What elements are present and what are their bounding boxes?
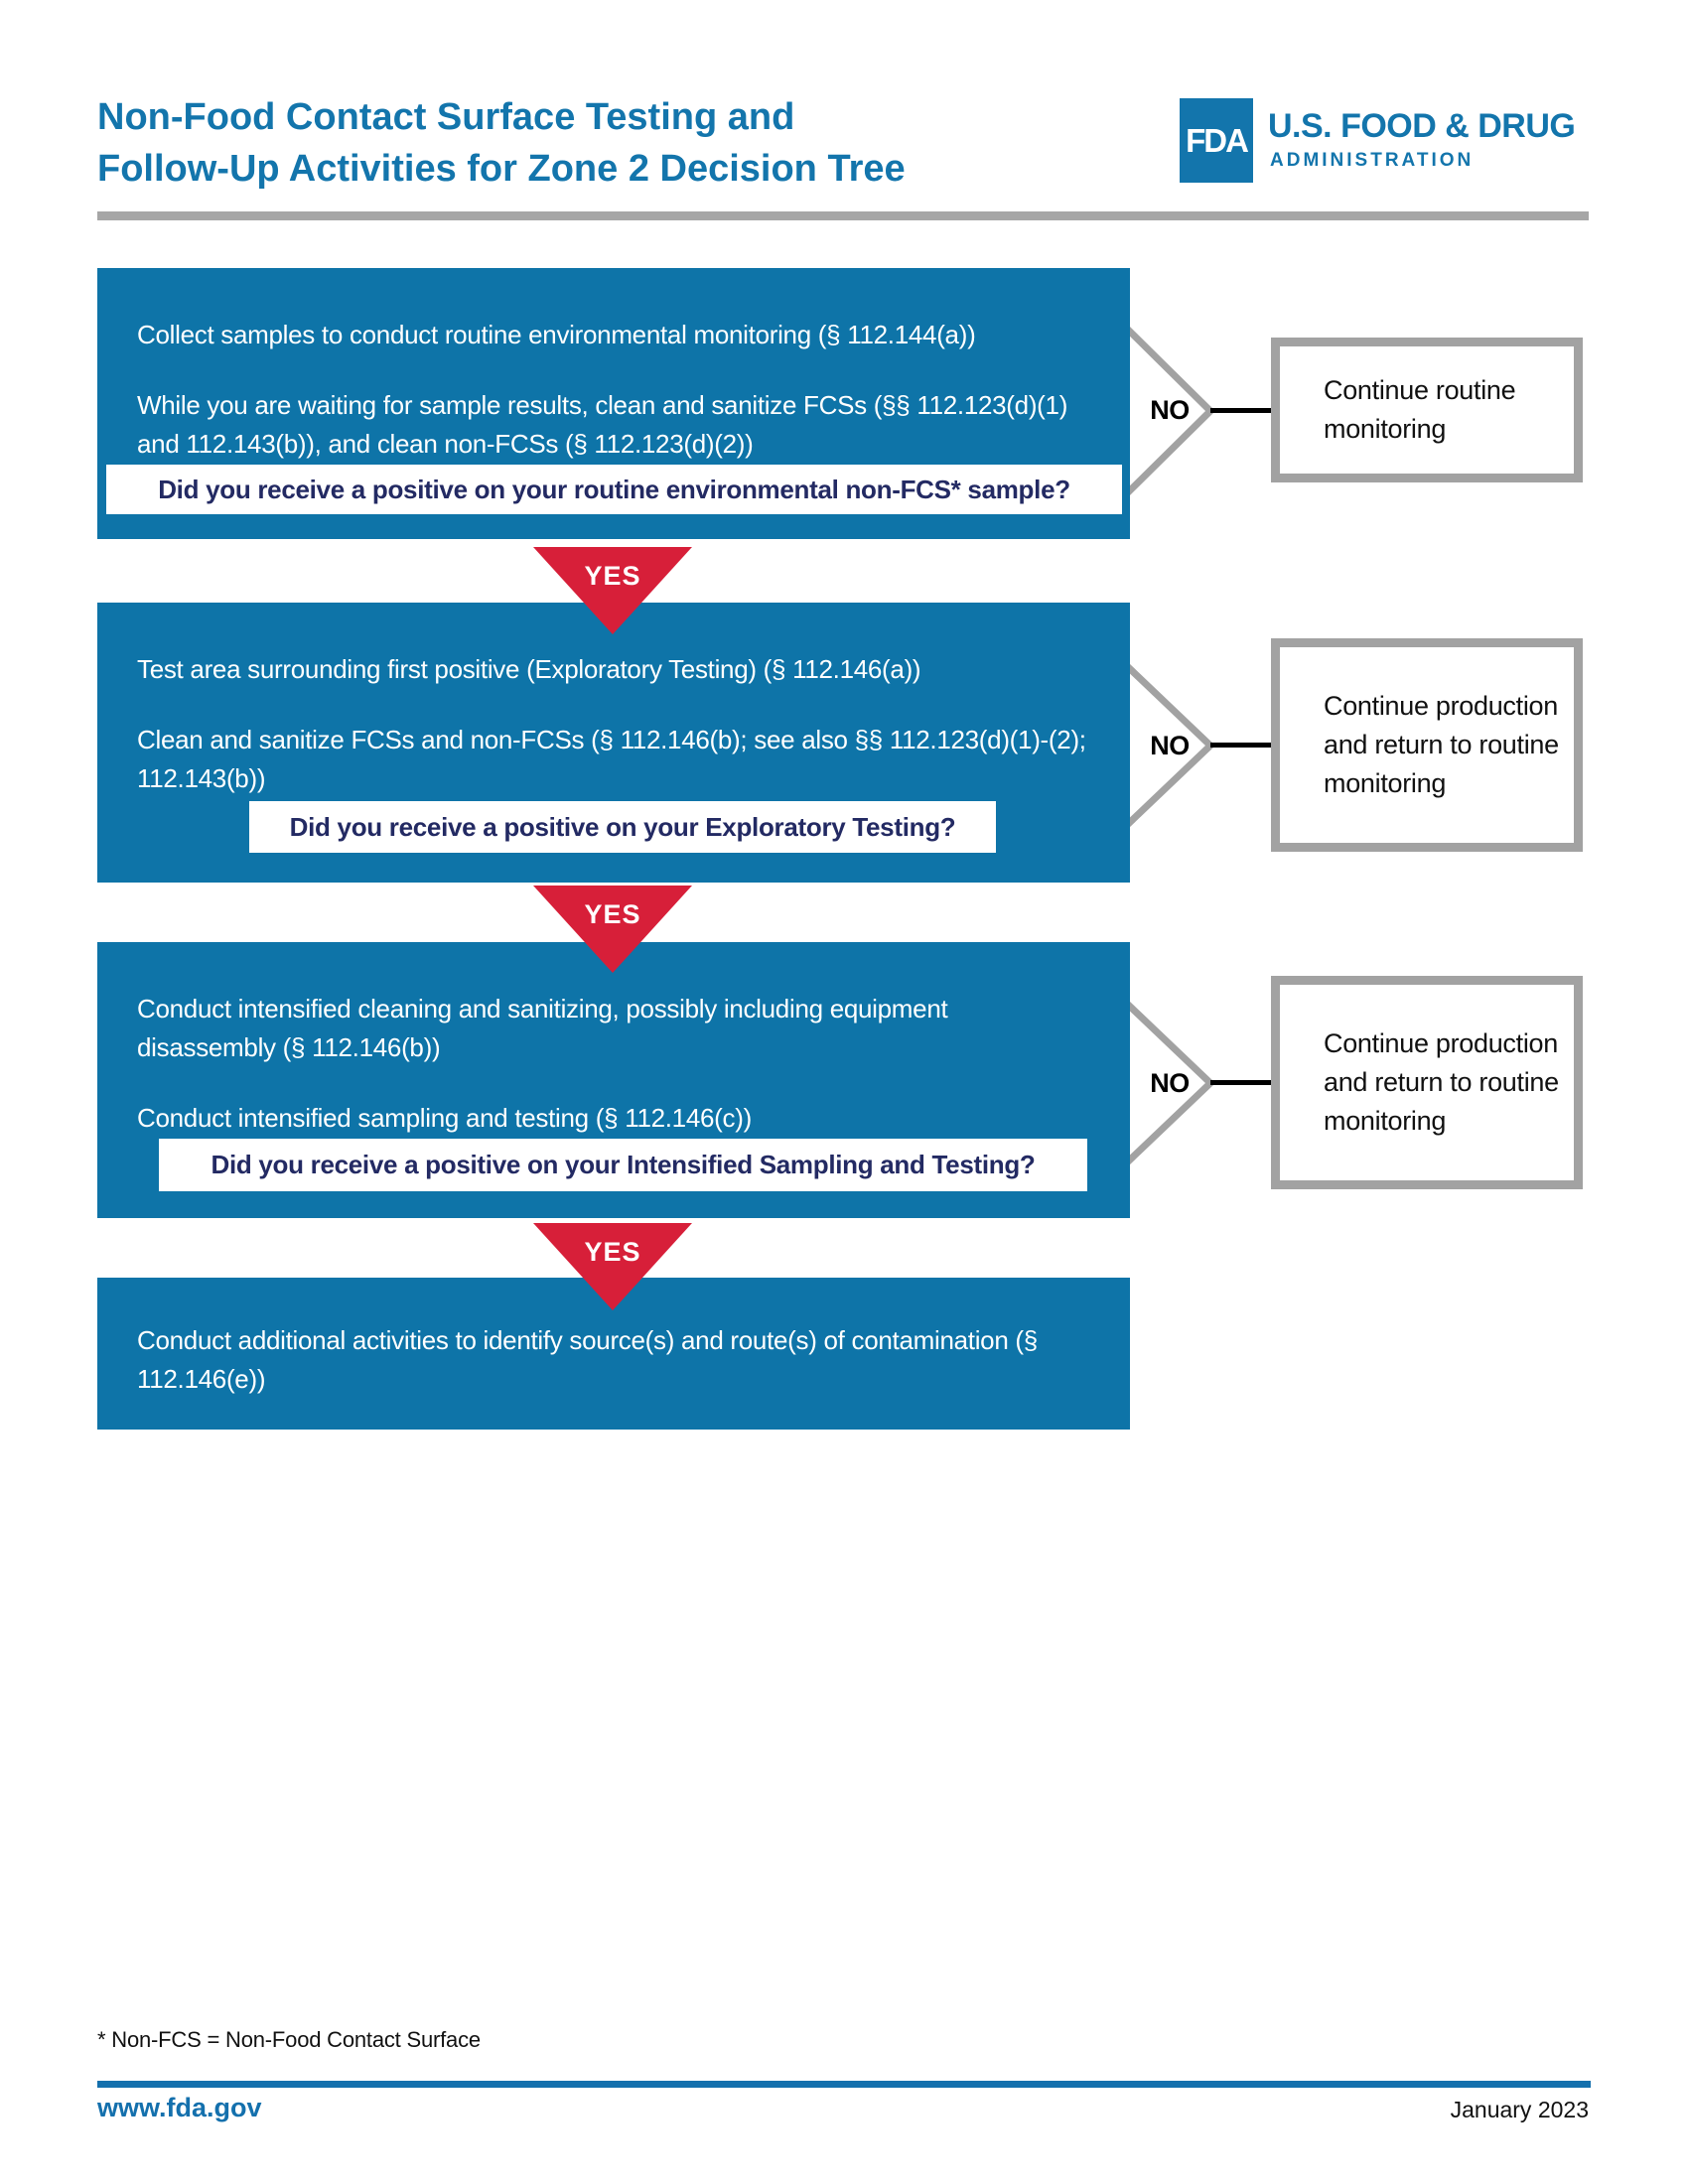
header-divider	[97, 211, 1589, 220]
footer-divider	[97, 2081, 1591, 2088]
outcome-1-box: Continue routine monitoring	[1271, 338, 1583, 482]
website-link[interactable]: www.fda.gov	[97, 2093, 262, 2122]
yes-label: YES	[584, 561, 641, 591]
yes-arrow: YES	[533, 547, 692, 634]
final-step-box: Conduct additional activities to identif…	[97, 1278, 1130, 1430]
step-3-box: Conduct intensified cleaning and sanitiz…	[97, 942, 1130, 1218]
step-2-paragraph-1: Test area surrounding first positive (Ex…	[137, 654, 921, 684]
step-3-paragraph-1: Conduct intensified cleaning and sanitiz…	[137, 994, 948, 1062]
step-3-question: Did you receive a positive on your Inten…	[159, 1139, 1087, 1191]
step-1-question: Did you receive a positive on your routi…	[106, 465, 1122, 514]
step-1-paragraph-2: While you are waiting for sample results…	[137, 390, 1068, 459]
step-2-question: Did you receive a positive on your Explo…	[249, 801, 996, 853]
footnote: * Non-FCS = Non-Food Contact Surface	[97, 2027, 481, 2052]
no-connector-line	[1210, 1080, 1271, 1085]
fda-logo-subname: ADMINISTRATION	[1270, 150, 1475, 171]
step-1-box: Collect samples to conduct routine envir…	[97, 268, 1130, 539]
step-3-paragraph-2: Conduct intensified sampling and testing…	[137, 1103, 752, 1133]
step-2-paragraph-2: Clean and sanitize FCSs and non-FCSs (§ …	[137, 725, 1086, 793]
yes-arrow-icon	[533, 1223, 692, 1310]
outcome-3-box: Continue production and return to routin…	[1271, 976, 1583, 1189]
yes-arrow-icon	[533, 886, 692, 973]
fda-logo-icon: FDA	[1180, 98, 1253, 183]
fda-logo-name: U.S. FOOD & DRUG	[1268, 107, 1576, 145]
no-label: NO	[1150, 1068, 1190, 1098]
yes-label: YES	[584, 1237, 641, 1267]
no-label: NO	[1150, 731, 1190, 760]
page-title-line1: Non-Food Contact Surface Testing and	[97, 96, 795, 138]
yes-arrow: YES	[533, 1223, 692, 1310]
yes-label: YES	[584, 899, 641, 929]
yes-arrow: YES	[533, 886, 692, 973]
step-2-box: Test area surrounding first positive (Ex…	[97, 603, 1130, 883]
no-connector-line	[1210, 743, 1271, 748]
page-title: Non-Food Contact Surface Testing and Fol…	[97, 91, 906, 195]
final-step-text: Conduct additional activities to identif…	[137, 1325, 1038, 1394]
no-label: NO	[1150, 395, 1190, 425]
outcome-2-box: Continue production and return to routin…	[1271, 638, 1583, 852]
publication-date: January 2023	[1450, 2097, 1589, 2122]
no-connector-line	[1210, 408, 1271, 413]
step-1-paragraph-1: Collect samples to conduct routine envir…	[137, 320, 976, 349]
page-title-line2: Follow-Up Activities for Zone 2 Decision…	[97, 148, 906, 190]
yes-arrow-icon	[533, 547, 692, 634]
